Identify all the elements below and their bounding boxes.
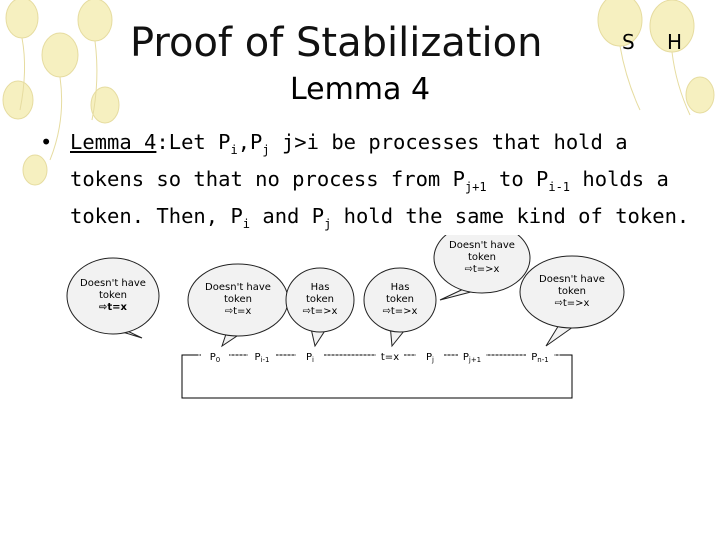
ring-node: P0 <box>201 348 229 364</box>
balloon-string <box>671 51 691 116</box>
slide-title: Proof of Stabilization <box>130 20 543 66</box>
bubble-text: token <box>224 294 252 305</box>
bubble-text: token <box>386 294 414 305</box>
lemma-text-part: token. Then, P <box>70 204 243 229</box>
bubble-body <box>519 255 625 329</box>
balloon-shape <box>2 80 34 120</box>
bubble-text: token <box>558 286 586 297</box>
lemma-text-part: :Let P <box>156 130 231 154</box>
bubble-text: Doesn't have <box>205 282 271 293</box>
lemma-text-part: tokens so that no process from P <box>70 167 465 192</box>
bubble-text: token <box>99 290 127 301</box>
lemma-text-part: ,P <box>237 130 263 154</box>
lemma-text-part: holds a <box>570 167 669 192</box>
node-background <box>376 348 404 362</box>
subscript: i-1 <box>548 180 571 195</box>
lemma-text-part: j>i be processes that hold a <box>269 130 628 154</box>
bubble-text: ⇨t=>x <box>303 306 338 317</box>
subscript: j <box>262 143 270 158</box>
balloon-string <box>91 40 98 121</box>
balloon-shape <box>685 76 715 114</box>
subscript: j <box>324 217 332 232</box>
bubble-text: token <box>468 252 496 263</box>
node-background <box>201 348 229 362</box>
lemma-text-part: and P <box>250 204 325 229</box>
ring-nodes: P0 Pi-1 Pi t=x Pj Pj+1 Pn-1 <box>201 348 554 364</box>
balloon-shape <box>41 32 79 78</box>
balloon-shape <box>90 86 120 124</box>
node-label: t=x <box>381 352 399 363</box>
bubble-text: ⇨t=>x <box>555 298 590 309</box>
node-background <box>458 348 486 362</box>
bubble-body <box>285 267 355 333</box>
ring-node: Pn-1 <box>526 348 554 364</box>
subscript: i <box>230 143 238 158</box>
bubble-text: Has <box>391 282 410 293</box>
bubble-body <box>66 257 160 335</box>
bubble-text: ⇨t=>x <box>465 264 500 275</box>
bubble-text: Doesn't have <box>539 274 605 285</box>
bubble-text: Has <box>311 282 330 293</box>
node-label: Pi <box>306 352 314 364</box>
bubble-body <box>433 235 531 294</box>
subscript: j+1 <box>464 180 487 195</box>
balloon-shape <box>597 0 643 47</box>
lemma-text-part: to P <box>486 167 549 192</box>
subscript: i <box>242 217 251 232</box>
lemma-text: Lemma 4:Let Pi,Pj j>i be processes that … <box>70 128 710 239</box>
ring-node: Pi-1 <box>248 348 276 364</box>
bubble-text: ⇨t=x <box>99 302 128 313</box>
ring-node: Pj+1 <box>458 348 486 364</box>
balloon-shape <box>22 154 48 186</box>
slide-subtitle: Lemma 4 <box>289 72 431 107</box>
balloon-shape <box>5 0 39 39</box>
ring-node: t=x <box>376 348 404 363</box>
ring-node: Pi <box>296 348 324 364</box>
bubble-text: token <box>306 294 334 305</box>
bubble-text: Doesn't have <box>80 278 146 289</box>
bubble-text: ⇨t=x <box>225 306 252 317</box>
balloon-string <box>19 37 26 111</box>
bullet-dot: • <box>40 130 53 154</box>
lemma-link[interactable]: Lemma 4 <box>70 130 157 154</box>
bubble-text: Doesn't have <box>449 240 515 251</box>
node-background <box>526 348 554 362</box>
ring-node: Pj <box>416 348 444 364</box>
balloon-string <box>49 76 63 161</box>
node-background <box>416 348 444 362</box>
balloon-shape <box>77 0 113 42</box>
bubble-body <box>363 267 437 333</box>
corner-label-h: H <box>667 30 683 54</box>
node-background <box>296 348 324 362</box>
node-label: P0 <box>210 352 221 364</box>
balloon-string <box>619 45 641 111</box>
node-label: Pj <box>426 352 434 364</box>
bubble-text: ⇨t=>x <box>383 306 418 317</box>
node-background <box>248 348 276 362</box>
corner-label-s: S <box>622 30 635 54</box>
lemma-text-part: hold the same kind of token. <box>331 204 690 229</box>
